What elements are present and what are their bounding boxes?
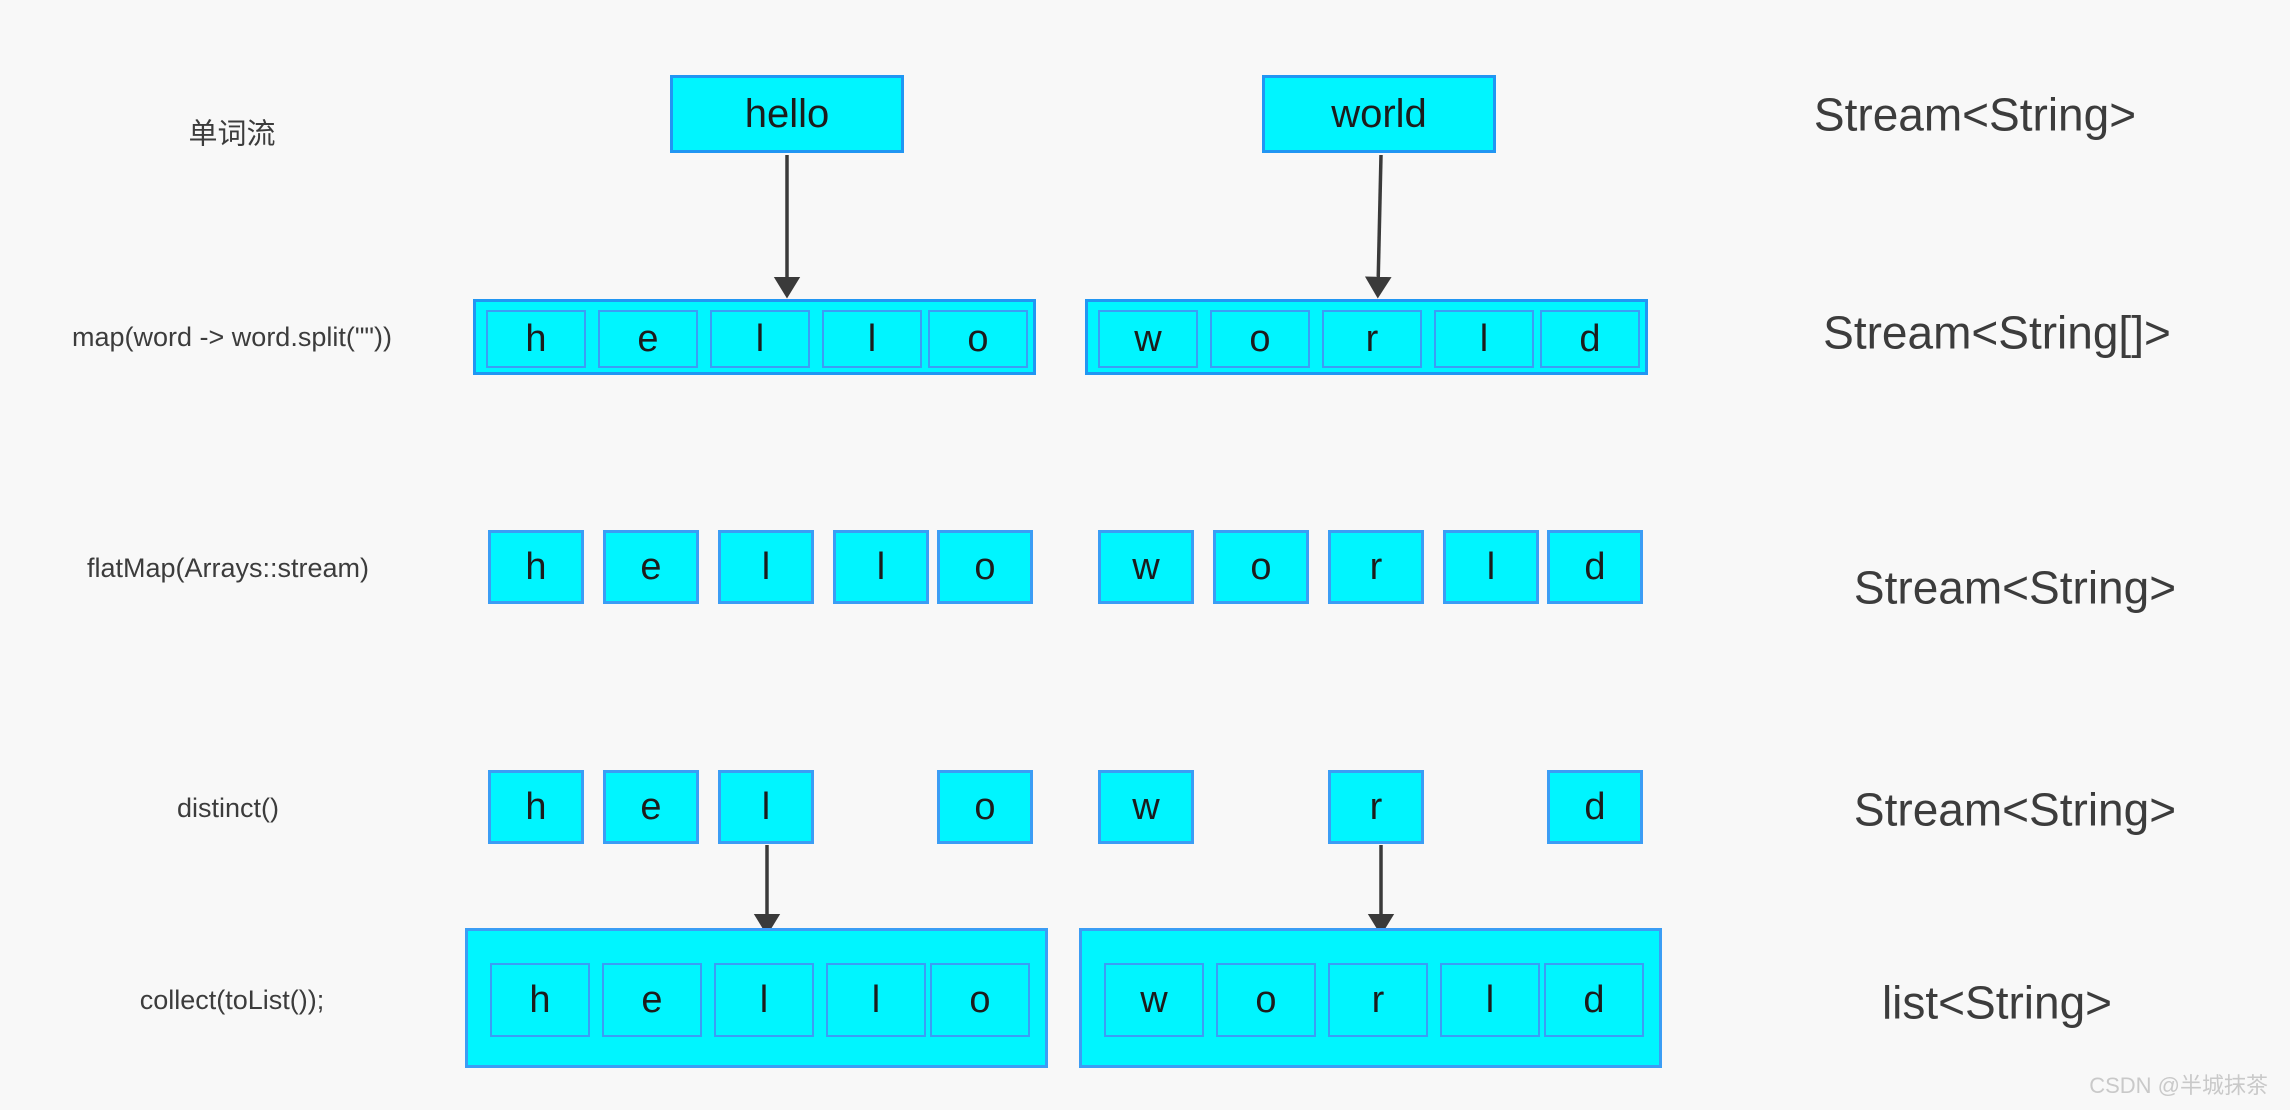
list-container-hello: h e l l o	[465, 928, 1048, 1068]
cell-flatmap-world-2[interactable]: r	[1328, 530, 1424, 604]
cell-collect-world-4[interactable]: d	[1544, 963, 1644, 1037]
watermark: CSDN @半城抹茶	[2089, 1073, 2268, 1098]
arrow-world-to-map	[1364, 154, 1392, 299]
cell-map-hello-3[interactable]: l	[822, 310, 922, 368]
stage-label-map: map(word -> word.split(""))	[72, 321, 392, 352]
cell-flatmap-hello-0[interactable]: h	[488, 530, 584, 604]
cell-flatmap-hello-2[interactable]: l	[718, 530, 814, 604]
word-box-hello-text: hello	[744, 91, 830, 136]
cell-map-world-0[interactable]: w	[1098, 310, 1198, 368]
cell-map-world-1[interactable]: o	[1210, 310, 1310, 368]
array-container-world: w o r l d	[1085, 299, 1648, 375]
cell-distinct-hello-0[interactable]: h	[488, 770, 584, 844]
cell-map-hello-4[interactable]: o	[928, 310, 1028, 368]
stage-label-word-stream: 单词流	[188, 118, 276, 151]
cell-flatmap-world-4[interactable]: d	[1547, 530, 1643, 604]
cell-map-hello-2[interactable]: l	[710, 310, 810, 368]
cell-flatmap-world-1[interactable]: o	[1213, 530, 1309, 604]
word-box-world[interactable]: world	[1262, 75, 1496, 153]
cell-map-hello-1[interactable]: e	[598, 310, 698, 368]
cell-collect-hello-4[interactable]: o	[930, 963, 1030, 1037]
cell-flatmap-hello-1[interactable]: e	[603, 530, 699, 604]
cell-distinct-world-2[interactable]: r	[1328, 770, 1424, 844]
array-container-hello: h e l l o	[473, 299, 1036, 375]
cell-collect-hello-2[interactable]: l	[714, 963, 814, 1037]
cell-collect-hello-3[interactable]: l	[826, 963, 926, 1037]
type-label-collect: list<String>	[1881, 976, 2113, 1029]
cell-distinct-hello-2[interactable]: l	[718, 770, 814, 844]
stage-label-collect: collect(toList());	[139, 984, 325, 1015]
cell-flatmap-hello-3[interactable]: l	[833, 530, 929, 604]
cell-collect-world-3[interactable]: l	[1440, 963, 1540, 1037]
cell-map-world-4[interactable]: d	[1540, 310, 1640, 368]
cell-distinct-hello-4[interactable]: o	[937, 770, 1033, 844]
type-label-word-stream: Stream<String>	[1813, 88, 2137, 141]
type-label-distinct: Stream<String>	[1853, 783, 2177, 836]
stage-label-flatmap: flatMap(Arrays::stream)	[86, 552, 370, 583]
cell-collect-hello-0[interactable]: h	[490, 963, 590, 1037]
word-box-hello[interactable]: hello	[670, 75, 904, 153]
cell-distinct-world-0[interactable]: w	[1098, 770, 1194, 844]
cell-map-hello-0[interactable]: h	[486, 310, 586, 368]
type-label-map: Stream<String[]>	[1823, 306, 2171, 359]
list-container-world: w o r l d	[1079, 928, 1662, 1068]
cell-distinct-hello-1[interactable]: e	[603, 770, 699, 844]
cell-collect-world-2[interactable]: r	[1328, 963, 1428, 1037]
cell-collect-world-0[interactable]: w	[1104, 963, 1204, 1037]
type-label-flatmap: Stream<String>	[1853, 561, 2177, 614]
cell-map-world-2[interactable]: r	[1322, 310, 1422, 368]
word-box-world-text: world	[1331, 91, 1427, 136]
cell-flatmap-world-3[interactable]: l	[1443, 530, 1539, 604]
cell-map-world-3[interactable]: l	[1434, 310, 1534, 368]
stage-label-distinct: distinct()	[176, 792, 280, 823]
cell-flatmap-world-0[interactable]: w	[1098, 530, 1194, 604]
cell-collect-hello-1[interactable]: e	[602, 963, 702, 1037]
cell-distinct-world-4[interactable]: d	[1547, 770, 1643, 844]
cell-flatmap-hello-4[interactable]: o	[937, 530, 1033, 604]
cell-collect-world-1[interactable]: o	[1216, 963, 1316, 1037]
